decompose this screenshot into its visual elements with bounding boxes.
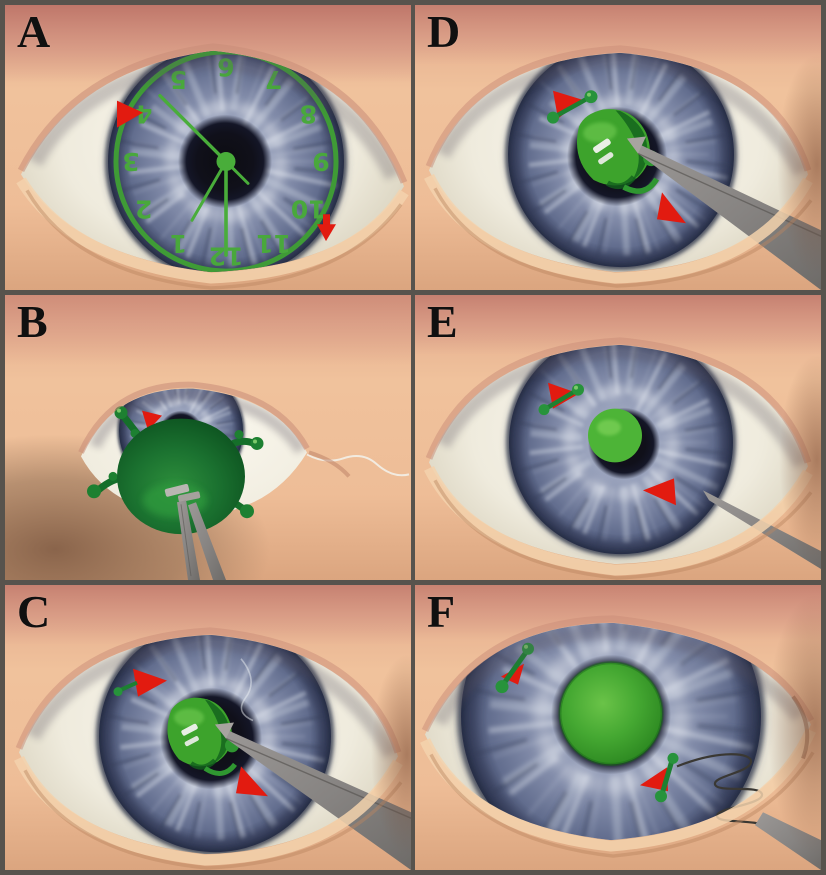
- eye-corner-shadow: [767, 595, 821, 855]
- haptic-dumbbell-upper-left: [547, 90, 598, 124]
- lower-lid: [14, 755, 403, 866]
- upper-lid-shadow: [436, 52, 808, 177]
- eye-corner-shadow: [777, 54, 821, 275]
- lower-lid-crease: [433, 187, 813, 288]
- pupil-occluder-disc: [588, 408, 642, 463]
- red-arrow-lower-right: [640, 767, 668, 792]
- lower-lid: [16, 177, 409, 284]
- panel-e-illustration: [415, 295, 821, 580]
- upper-lid-skin: [5, 295, 411, 365]
- upper-lid-shadow: [26, 634, 398, 759]
- red-arrow-lower-right: [643, 478, 676, 506]
- skin-fold: [791, 695, 810, 760]
- panel-f: F: [415, 585, 821, 870]
- lower-lid-crease: [25, 189, 403, 290]
- upper-lid-margin: [15, 627, 402, 754]
- upper-lid-skin: [415, 295, 821, 355]
- panel-b: B: [5, 295, 411, 580]
- panel-e: E: [415, 295, 821, 580]
- panel-label-e: E: [427, 296, 458, 347]
- panel-label-c: C: [17, 586, 51, 637]
- clock-number-9: 9: [312, 147, 329, 176]
- haptic-dumbbell-small: [113, 680, 138, 697]
- red-arrow-lower-right: [236, 766, 268, 797]
- panel-label-f: F: [427, 586, 456, 637]
- forceps: [164, 483, 226, 580]
- needle-holder: [755, 812, 821, 870]
- clock-center-dot: [216, 151, 236, 171]
- eye-corner-shadow: [371, 654, 411, 855]
- red-arrow-4-oclock: [117, 100, 143, 128]
- upper-lid-shadow: [432, 623, 805, 727]
- panel-d-illustration: [415, 5, 821, 290]
- clock-number-3: 3: [122, 147, 139, 176]
- clock-number-10: 10: [291, 194, 326, 223]
- lower-lid: [424, 173, 813, 284]
- pupil-occluder-disc: [558, 661, 664, 766]
- upper-lid-margin: [425, 337, 812, 464]
- suture-thread-faint: [240, 658, 254, 722]
- upper-lid-skin: [5, 585, 411, 645]
- upper-lid-margin: [425, 45, 812, 172]
- panel-label-d: D: [427, 6, 461, 57]
- clock-number-1: 1: [170, 229, 187, 258]
- lower-lid: [420, 728, 816, 852]
- upper-lid-shadow: [27, 52, 401, 180]
- panel-b-illustration: [5, 295, 411, 580]
- lower-lid-crease: [23, 769, 403, 870]
- clock-number-4: 4: [135, 100, 152, 129]
- upper-lid-shadow: [436, 344, 808, 469]
- upper-lid-shadow: [89, 388, 306, 454]
- red-arrow-10-oclock: [317, 214, 336, 242]
- panel-label-b: B: [17, 296, 48, 347]
- clock-number-11: 11: [256, 229, 291, 258]
- haptic-dumbbell-upper-left: [538, 383, 584, 416]
- eye-corner-fold: [308, 450, 351, 478]
- clock-number-2: 2: [135, 194, 152, 223]
- panel-f-illustration: [415, 585, 821, 870]
- panel-c: C: [5, 585, 411, 870]
- lower-lid-crease: [433, 479, 813, 580]
- red-arrow-iris: [142, 410, 162, 431]
- panel-label-a: A: [17, 6, 51, 57]
- red-arrow-upper-left: [133, 668, 167, 697]
- upper-lid-margin: [78, 381, 310, 454]
- upper-lid-margin: [17, 43, 408, 184]
- panel-d: D: [415, 5, 821, 290]
- haptic-dumbbell-lower-right: [640, 752, 679, 803]
- panel-c-illustration: [5, 585, 411, 870]
- lower-lid: [424, 465, 813, 576]
- eye-corner-shadow: [779, 354, 821, 565]
- iris-prosthesis: [87, 406, 264, 535]
- clock-number-8: 8: [300, 100, 317, 129]
- lower-lid-crease: [429, 751, 815, 858]
- red-arrow-lower-right: [657, 192, 686, 224]
